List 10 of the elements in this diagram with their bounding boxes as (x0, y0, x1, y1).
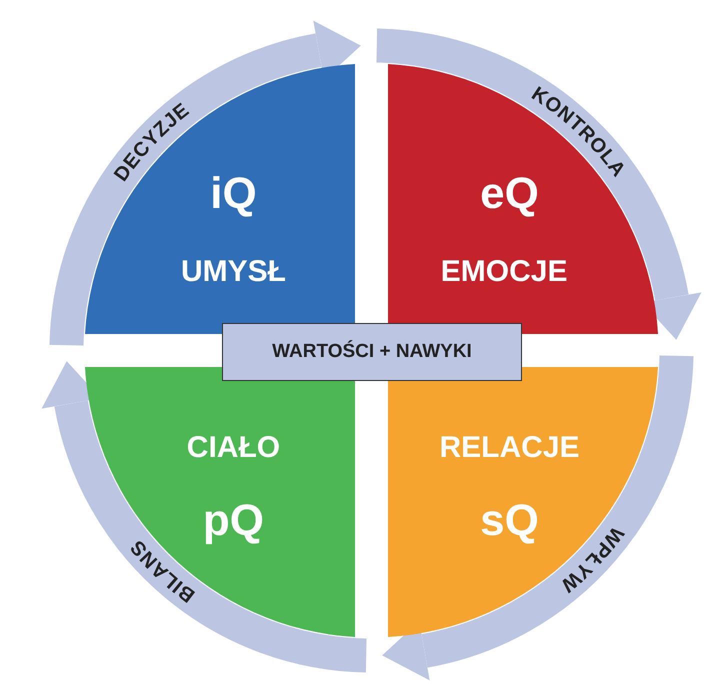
center-box (222, 323, 522, 381)
quadrant-subheading: EMOCJE (440, 256, 568, 287)
quadrant-heading: RELACJE (439, 433, 580, 463)
quadrant-heading: CIAŁO (186, 433, 280, 463)
quadrant-subheading: UMYSŁ (180, 256, 286, 287)
quadrant-heading: iQ (210, 172, 257, 216)
quadrant-heading: eQ (480, 172, 539, 216)
quadrant-subheading: pQ (202, 498, 264, 543)
quadrant-subheading: sQ (480, 498, 539, 543)
center-label: WARTOŚCI + NAWYKI (272, 341, 472, 363)
